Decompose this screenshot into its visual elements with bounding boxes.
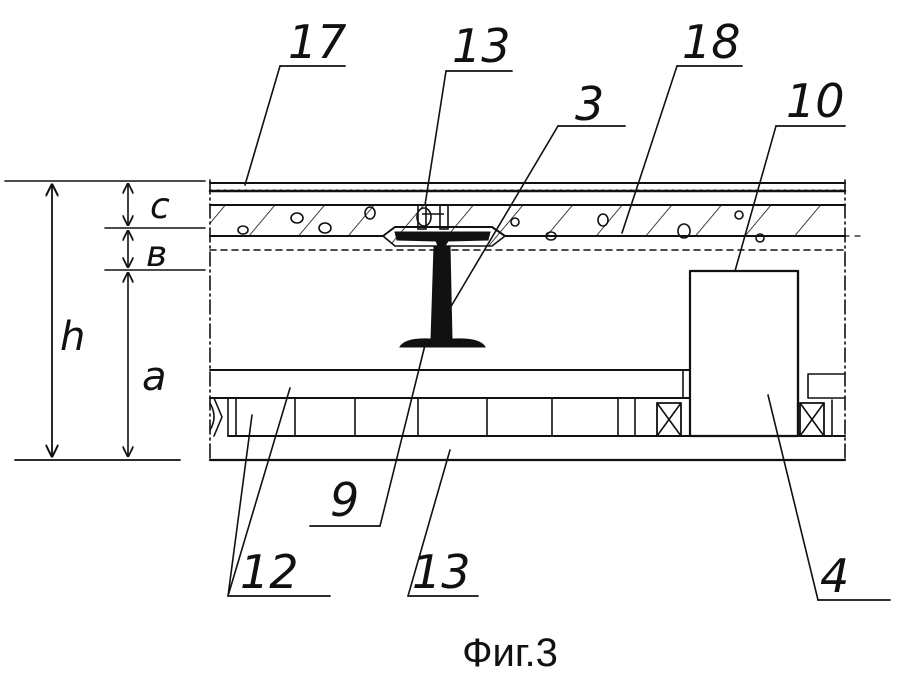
callout-4: 4 (820, 549, 849, 603)
dim-label-v: в (146, 234, 167, 275)
figure-caption: Фиг.3 (462, 631, 558, 675)
leader-lines-bottom (227, 344, 891, 601)
slab-layer (209, 204, 846, 247)
leader-lines-top (244, 65, 846, 326)
aggregate-stones (237, 206, 765, 243)
top-screed-layer (208, 182, 847, 193)
lower-frame (208, 369, 847, 462)
dim-label-a: a (142, 354, 167, 400)
dim-label-c: c (150, 186, 170, 227)
callout-3: 3 (575, 77, 604, 131)
panel-row (209, 397, 636, 437)
callout-13-bottom: 13 (412, 545, 471, 599)
callout-10: 10 (786, 74, 845, 128)
callout-17: 17 (288, 15, 347, 69)
dim-label-h: h (60, 314, 85, 360)
i-beam (394, 204, 491, 348)
callout-9: 9 (330, 473, 359, 527)
cross-block-right (799, 399, 833, 437)
equipment-box (688, 269, 800, 438)
callout-18: 18 (682, 15, 741, 69)
cross-block-left (656, 402, 682, 437)
callout-12: 12 (240, 545, 299, 599)
dimension-lines (4, 180, 206, 461)
callout-13-top: 13 (452, 19, 511, 73)
